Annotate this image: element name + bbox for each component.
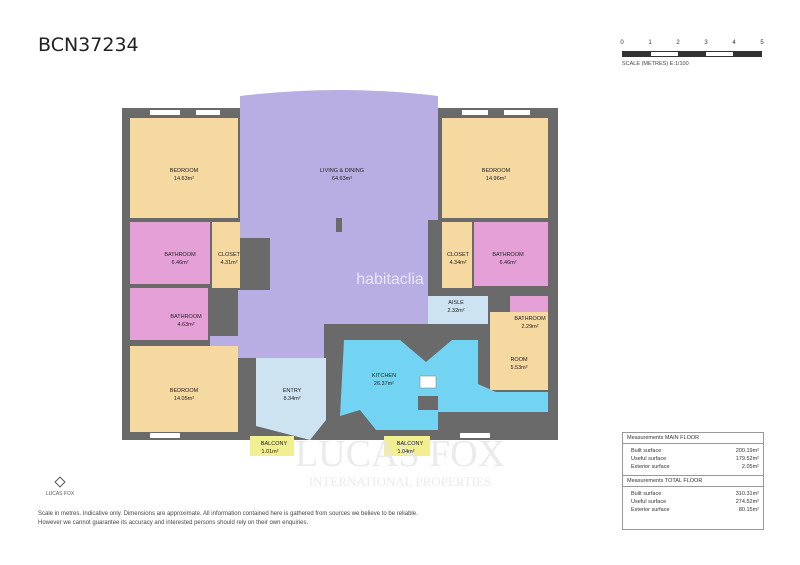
label-bathroom-w1-area: 6.46m² xyxy=(171,260,188,266)
label-closet-e-name: CLOSET xyxy=(447,252,470,258)
measurement-label: Built surface xyxy=(631,448,662,454)
disclaimer: Scale in metres. Indicative only. Dimens… xyxy=(38,510,618,528)
room-kitchen[interactable] xyxy=(340,340,548,430)
scale-tick-0: 0 xyxy=(620,40,624,46)
scale-caption: SCALE (METRES) E:1/100 xyxy=(622,61,689,67)
room-bedroom-sw[interactable] xyxy=(130,346,238,432)
measurement-row: Exterior surface 80.15m² xyxy=(631,506,759,514)
label-bedroom-sw-name: BEDROOM xyxy=(170,388,199,394)
label-closet-w-name: CLOSET xyxy=(218,252,241,258)
measurement-row: Useful surface 274.52m² xyxy=(631,498,759,506)
scale-graduation xyxy=(622,51,762,57)
property-reference: BCN37234 xyxy=(38,34,139,56)
kitchen-hob xyxy=(419,375,437,389)
scale-tick-1: 1 xyxy=(648,40,652,46)
measurement-row: Useful surface 179.52m² xyxy=(631,455,759,463)
room-balcony-e[interactable] xyxy=(384,436,430,456)
label-bedroom-sw-area: 14.05m² xyxy=(174,396,194,402)
measurement-value: 274.52m² xyxy=(735,499,759,505)
label-balcony-w-name: BALCONY xyxy=(261,441,288,447)
label-bedroom-ne-area: 14.96m² xyxy=(486,176,506,182)
scale-ticks: 0 1 2 3 4 5 xyxy=(620,40,764,49)
measurements-panel: Measurements MAIN FLOOR Built surface 200… xyxy=(622,432,764,530)
measurement-value: 80.15m² xyxy=(738,507,759,513)
label-aisle-name: AISLE xyxy=(448,300,464,306)
room-bedroom-nw[interactable] xyxy=(130,118,238,218)
logo-icon xyxy=(54,476,66,488)
label-living-area: 64.63m² xyxy=(332,176,352,182)
label-bathroom-w1-name: BATHROOM xyxy=(164,252,196,258)
room-living-dining[interactable] xyxy=(210,90,438,358)
scale-tick-2: 2 xyxy=(676,40,680,46)
measurement-value: 200.19m² xyxy=(735,448,759,454)
scale-tick-4: 4 xyxy=(732,40,736,46)
watermark-brand: LUCAS FOX xyxy=(295,433,505,475)
label-bedroom-nw-name: BEDROOM xyxy=(170,168,199,174)
measurement-row: Built surface 310.31m² xyxy=(631,490,759,498)
room-bathroom-e1[interactable] xyxy=(474,222,548,286)
room-bedroom-ne[interactable] xyxy=(442,118,548,218)
measurement-value: 2.05m² xyxy=(741,464,759,470)
label-bathroom-e2-name: BATHROOM xyxy=(514,316,546,322)
label-bedroom-nw-area: 14.63m² xyxy=(174,176,194,182)
room-entry[interactable] xyxy=(256,358,326,440)
room-closet-w[interactable] xyxy=(212,222,240,288)
measurement-label: Exterior surface xyxy=(631,507,670,513)
scale-bar: 0 1 2 3 4 5 SCALE (METRES) E:1/100 xyxy=(620,40,764,67)
logo-text: LUCAS FOX xyxy=(45,491,75,497)
disclaimer-line-1: Scale in metres. Indicative only. Dimens… xyxy=(38,511,418,517)
windows xyxy=(150,110,530,438)
label-bathroom-w2-name: BATHROOM xyxy=(170,314,202,320)
room-bathroom-w2[interactable] xyxy=(130,288,208,340)
measurements-total-rows: Built surface 310.31m² Useful surface 274.… xyxy=(623,487,763,518)
label-bedroom-ne-name: BEDROOM xyxy=(482,168,511,174)
label-balcony-e-name: BALCONY xyxy=(397,441,424,447)
measurement-label: Built surface xyxy=(631,491,662,497)
living-column xyxy=(336,218,342,232)
room-aisle[interactable] xyxy=(428,296,488,324)
label-bathroom-e1-name: BATHROOM xyxy=(492,252,524,258)
label-closet-e-area: 4.34m² xyxy=(449,260,466,266)
label-bathroom-e1-area: 6.46m² xyxy=(499,260,516,266)
label-bathroom-e2-area: 2.29m² xyxy=(521,324,538,330)
measurements-main-title: Measurements MAIN FLOOR xyxy=(623,433,763,444)
lucas-fox-logo: LUCAS FOX xyxy=(40,476,80,497)
measurement-label: Useful surface xyxy=(631,456,667,462)
room-closet-e[interactable] xyxy=(442,222,472,288)
disclaimer-line-2: However we cannot guarantee its accuracy… xyxy=(38,520,309,526)
label-entry-name: ENTRY xyxy=(283,388,302,394)
scale-tick-3: 3 xyxy=(704,40,708,46)
measurements-total-title: Measurements TOTAL FLOOR xyxy=(623,475,763,487)
measurement-row: Exterior surface 2.05m² xyxy=(631,463,759,471)
label-living-name: LIVING & DINING xyxy=(320,168,364,174)
label-kitchen-name: KITCHEN xyxy=(372,373,396,379)
label-room-name: ROOM xyxy=(510,357,528,363)
label-room-area: 5.53m² xyxy=(510,365,527,371)
label-bathroom-w2-area: 4.63m² xyxy=(177,322,194,328)
label-closet-w-area: 4.31m² xyxy=(220,260,237,266)
measurement-label: Useful surface xyxy=(631,499,667,505)
room-balcony-w[interactable] xyxy=(250,436,294,456)
label-balcony-w-area: 1.01m² xyxy=(261,449,278,455)
measurement-label: Exterior surface xyxy=(631,464,670,470)
watermark-brand-sub: INTERNATIONAL PROPERTIES xyxy=(309,474,492,489)
measurements-main-rows: Built surface 200.19m² Useful surface 179.… xyxy=(623,444,763,475)
room-bathroom-w1[interactable] xyxy=(130,222,210,284)
measurement-value: 179.52m² xyxy=(735,456,759,462)
room-room[interactable] xyxy=(490,312,548,390)
label-balcony-e-area: 1.04m² xyxy=(397,449,414,455)
kitchen-island xyxy=(418,396,438,410)
label-aisle-area: 2.32m² xyxy=(447,308,464,314)
scale-tick-5: 5 xyxy=(760,40,764,46)
label-kitchen-area: 26.37m² xyxy=(374,381,394,387)
label-entry-area: 8.34m² xyxy=(283,396,300,402)
measurement-row: Built surface 200.19m² xyxy=(631,447,759,455)
watermark-habitaclia: habitaclia xyxy=(356,271,424,288)
measurement-value: 310.31m² xyxy=(735,491,759,497)
